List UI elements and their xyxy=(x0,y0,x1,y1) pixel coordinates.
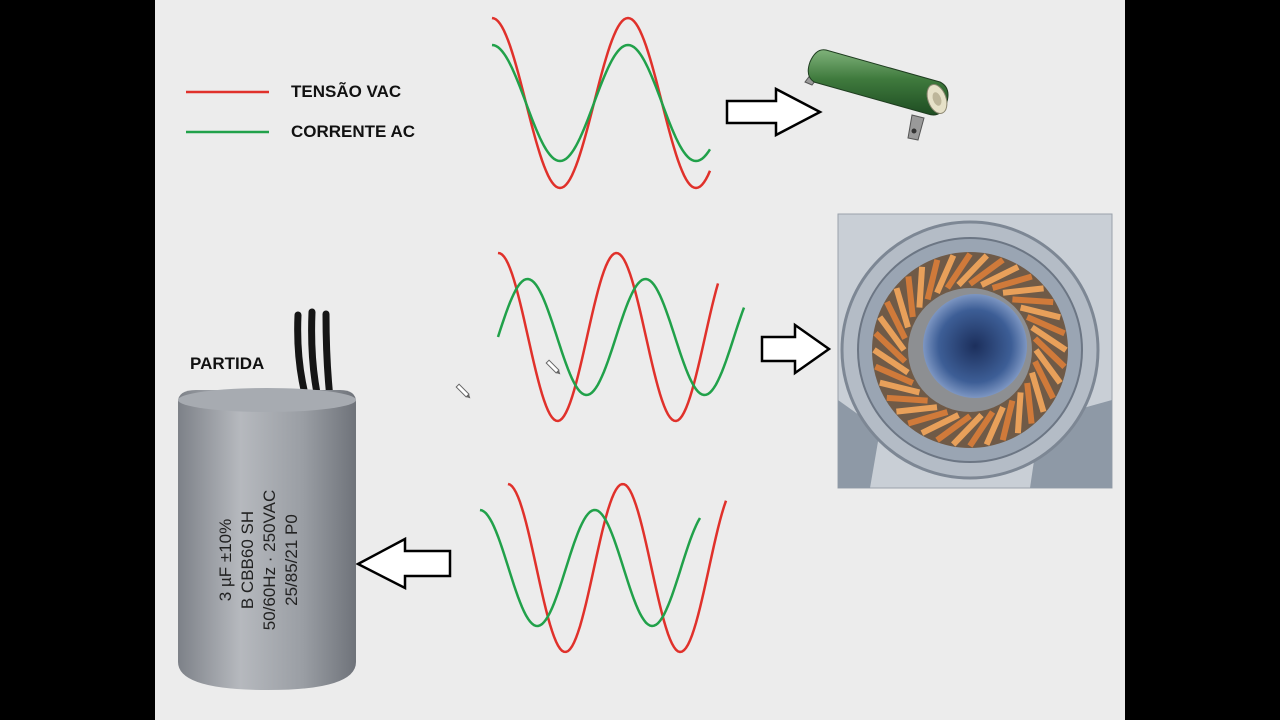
legend-current-label: CORRENTE AC xyxy=(291,122,416,141)
winding-slot xyxy=(884,300,908,340)
voltage-wave xyxy=(497,251,720,423)
winding-slot xyxy=(905,276,916,318)
winding-slot xyxy=(968,257,1005,287)
winding-slot xyxy=(872,347,910,376)
legend-voltage-label: TENSÃO VAC xyxy=(291,82,402,101)
arrow-right-icon xyxy=(725,86,823,138)
winding-slot xyxy=(1030,324,1068,353)
pencil-cursor-icon xyxy=(545,359,561,375)
capacitor-label-line: 50/60Hz · 250VAC xyxy=(260,489,279,631)
capacitor-label-line: B CBB60 SH xyxy=(238,510,257,610)
capacitor-label: 3 µF ±10% B CBB60 SH 50/60Hz · 250VAC 25… xyxy=(215,450,325,670)
winding-slot xyxy=(980,264,1020,288)
winding-slot xyxy=(1025,314,1066,337)
winding-slot xyxy=(893,287,911,329)
capacitive-waveforms xyxy=(479,482,728,654)
arrow-left-icon xyxy=(355,536,452,591)
winding-slot xyxy=(934,254,957,295)
winding-slot xyxy=(916,266,926,308)
stator-windings xyxy=(872,252,1068,448)
winding-slot xyxy=(1033,348,1063,385)
winding-slot xyxy=(1032,360,1056,400)
winding-slot xyxy=(874,363,915,386)
winding-slot xyxy=(886,394,928,404)
winding-slot xyxy=(877,315,907,352)
current-wave xyxy=(491,43,712,163)
winding-slot xyxy=(983,405,1006,446)
winding-slot xyxy=(991,273,1033,291)
winding-slot xyxy=(907,409,949,427)
winding-slot xyxy=(1002,285,1044,296)
voltage-wave xyxy=(507,482,728,654)
winding-slot xyxy=(999,399,1016,441)
winding-slot xyxy=(956,253,989,288)
current-wave xyxy=(479,508,702,628)
winding-slot xyxy=(1019,304,1061,321)
legend xyxy=(186,90,269,134)
inductive-waveforms xyxy=(496,251,746,423)
winding-slot xyxy=(873,331,908,364)
motor-stator-image xyxy=(837,213,1113,489)
current-wave xyxy=(496,277,746,397)
winding-slot xyxy=(924,259,941,301)
capacitor-caption: PARTIDA xyxy=(190,354,265,373)
winding-slot xyxy=(967,410,996,448)
resistive-waveforms xyxy=(491,16,712,190)
winding-slot xyxy=(1029,371,1047,413)
capacitor-image xyxy=(178,308,356,690)
capacitor-label-line: 3 µF ±10% xyxy=(216,518,235,602)
winding-slot xyxy=(920,412,960,436)
winding-slot xyxy=(1014,392,1024,434)
winding-slot xyxy=(879,379,921,396)
winding-slot xyxy=(951,412,984,447)
capacitor-label-line: 25/85/21 P0 xyxy=(282,514,301,606)
winding-slot xyxy=(1024,382,1035,424)
winding-slot xyxy=(1012,296,1054,306)
arrow-right-icon xyxy=(760,322,832,376)
winding-slot xyxy=(944,252,973,290)
pencil-cursor-icon xyxy=(455,383,471,399)
winding-slot xyxy=(1032,336,1067,369)
winding-slot xyxy=(935,413,972,443)
resistor-image xyxy=(804,49,949,141)
winding-slot xyxy=(896,404,938,415)
